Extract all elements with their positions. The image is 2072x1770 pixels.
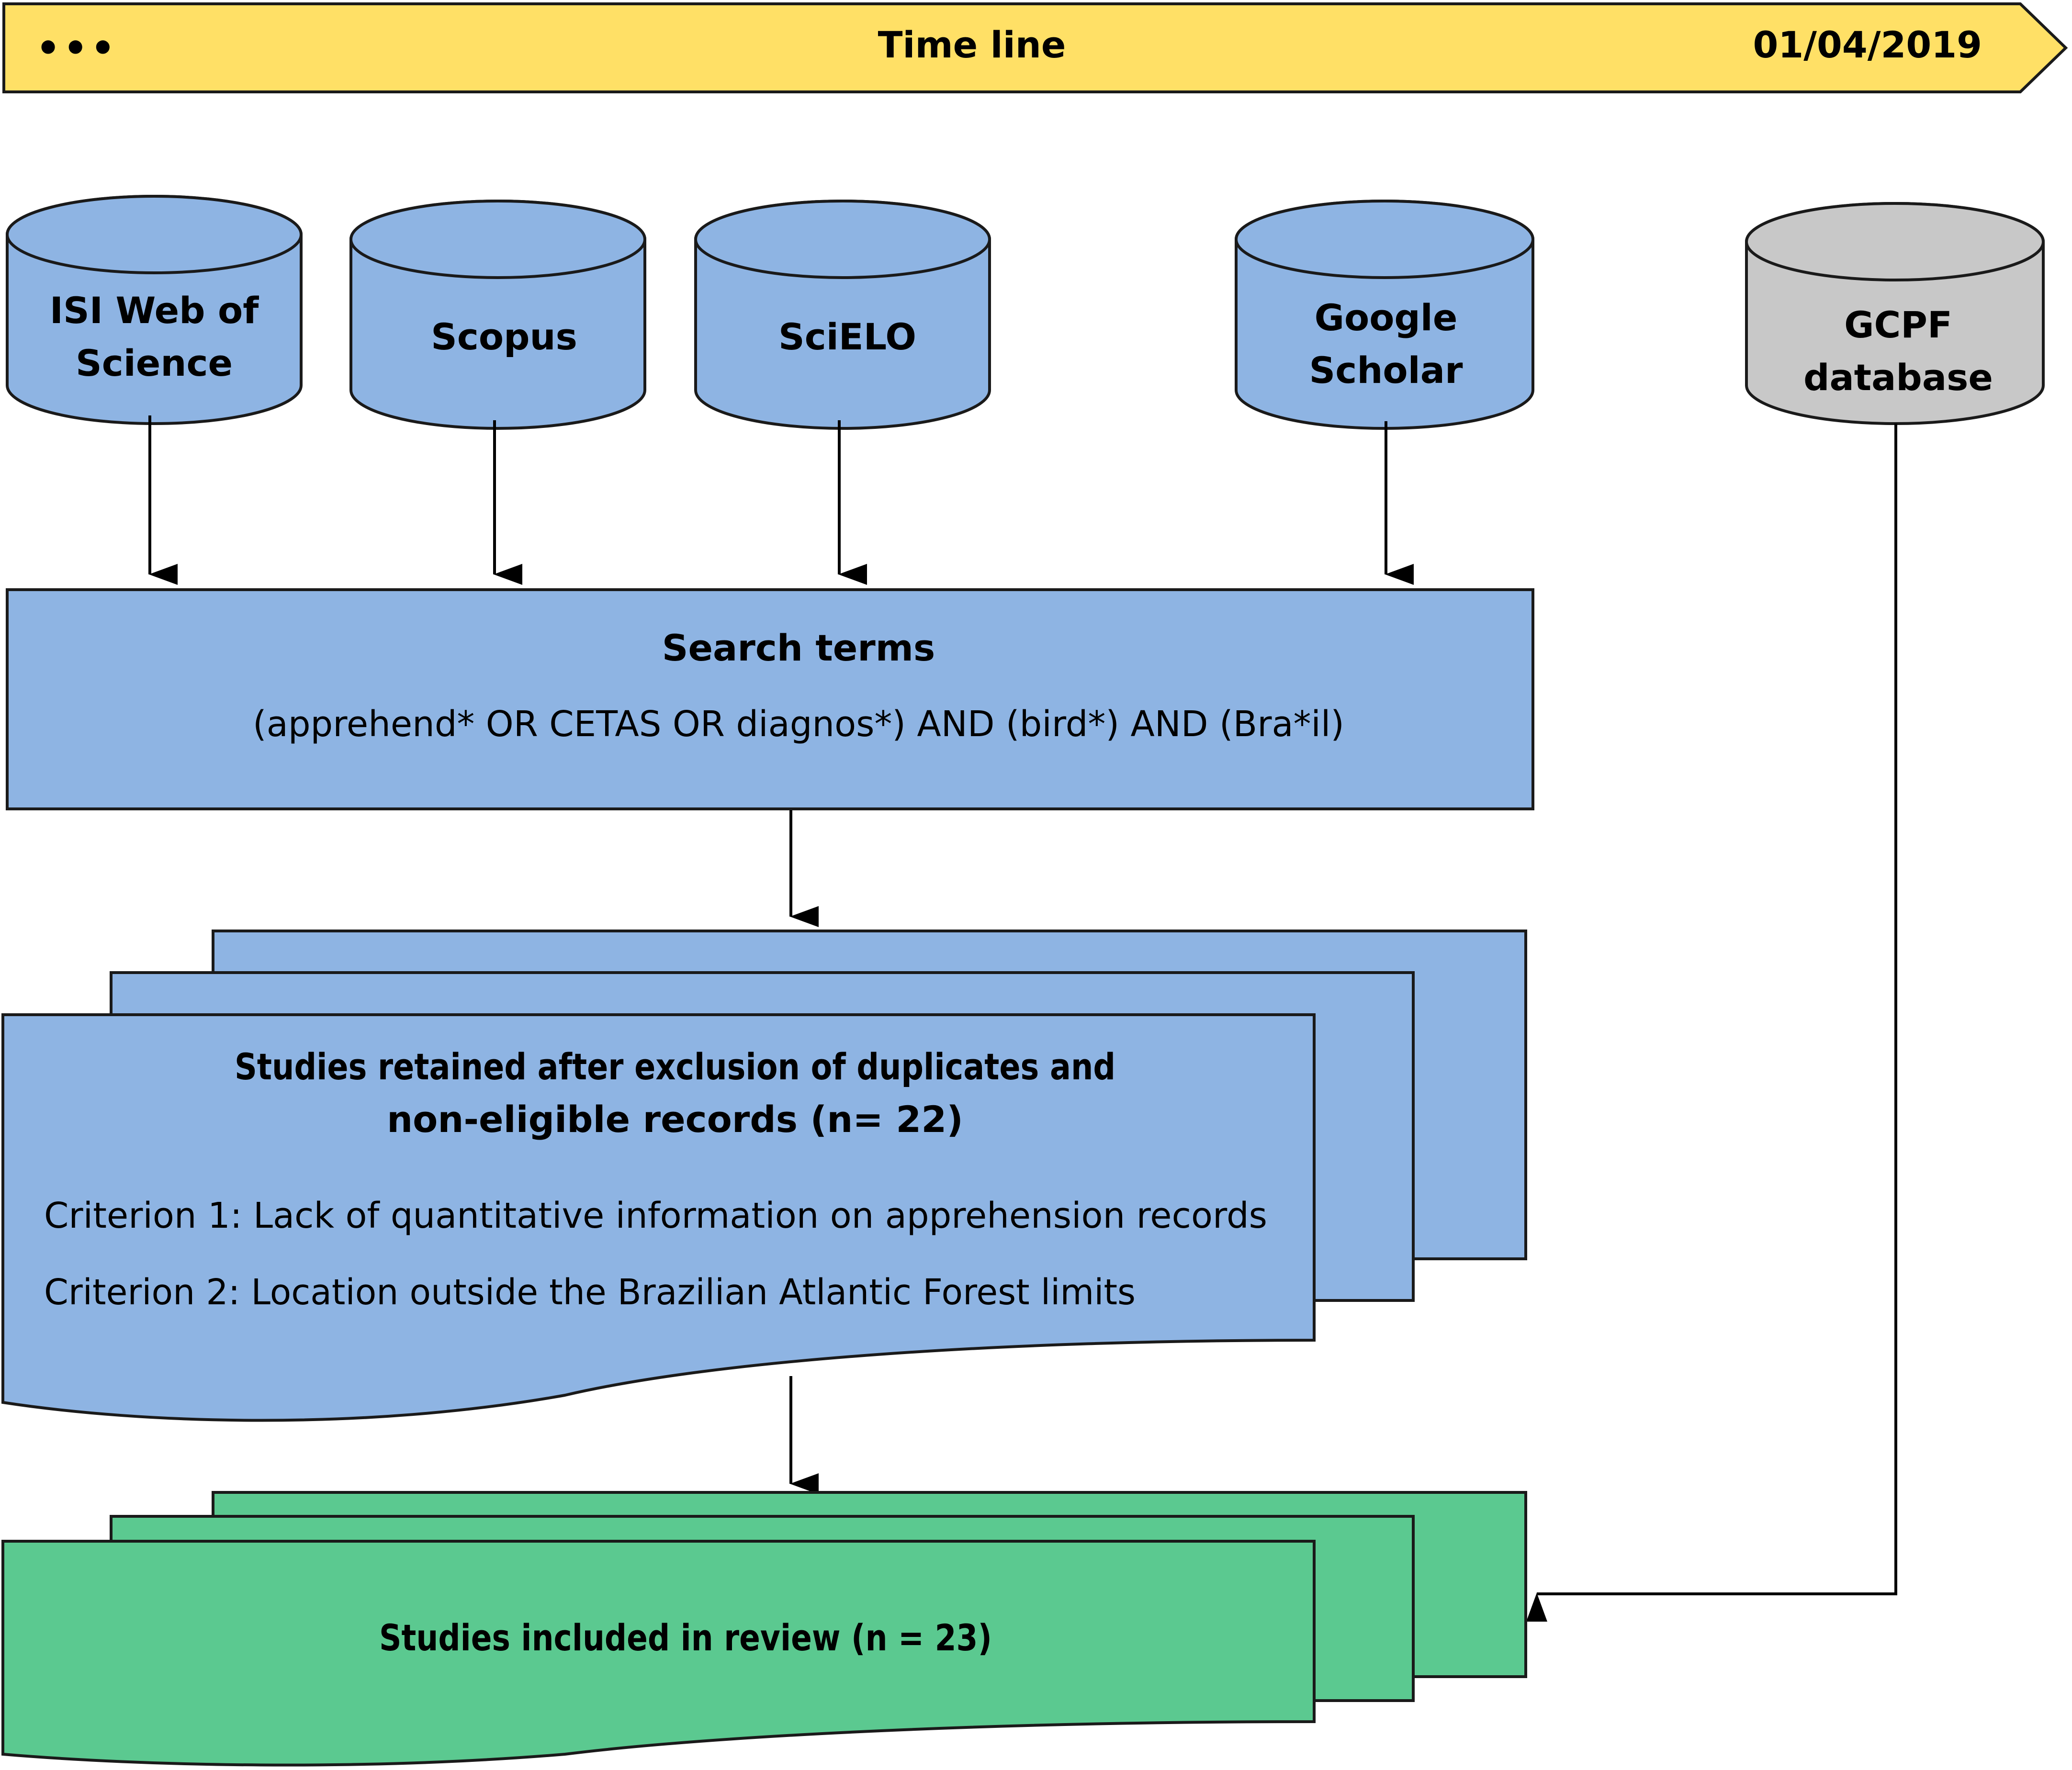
- cylinder-top: [6, 195, 303, 274]
- screening-title-line2: non-eligible records (n= 22): [387, 1098, 963, 1141]
- timeline-arrow-shape: [2, 2, 2068, 93]
- database-isi-web-of-science: ISI Web of Science: [6, 195, 303, 425]
- database-label-line1: Google: [1315, 296, 1458, 339]
- screening-criterion-2: Criterion 2: Location outside the Brazil…: [44, 1272, 1136, 1313]
- screening-title-line1: Studies retained after exclusion of dupl…: [235, 1045, 1115, 1088]
- database-scopus: Scopus: [349, 200, 646, 430]
- database-label-line1: Scopus: [431, 315, 577, 358]
- cylinder-top: [694, 200, 991, 279]
- included-label: Studies included in review (n = 23): [379, 1616, 992, 1659]
- screening-criterion-1: Criterion 1: Lack of quantitative inform…: [44, 1195, 1267, 1236]
- database-label-line2: Scholar: [1309, 349, 1463, 392]
- database-label-line2: Science: [76, 342, 233, 384]
- arrow-gcpf-to-included: [1526, 424, 1897, 1622]
- search-terms-title: Search terms: [662, 627, 935, 669]
- screening-documents: Studies retained after exclusion of dupl…: [1, 930, 1527, 1422]
- timeline-date: 01/04/2019: [1753, 23, 1982, 66]
- search-terms-box: Search terms (apprehend* OR CETAS OR dia…: [6, 588, 1534, 810]
- cylinder-top: [349, 200, 646, 279]
- database-google-scholar: Google Scholar: [1235, 200, 1534, 430]
- timeline-dots: •••: [36, 26, 118, 70]
- cylinder-top: [1235, 200, 1534, 279]
- document-front: [1, 1013, 1316, 1422]
- database-scielo: SciELO: [694, 200, 991, 430]
- connector-arrows: [148, 415, 1897, 1622]
- search-terms-query: (apprehend* OR CETAS OR diagnos*) AND (b…: [253, 704, 1344, 745]
- timeline-banner: ••• Time line 01/04/2019: [2, 2, 2068, 93]
- database-gcpf: GCPF database: [1745, 202, 2045, 425]
- cylinder-top: [1745, 202, 2045, 281]
- included-documents: Studies included in review (n = 23): [1, 1491, 1527, 1767]
- database-label-line1: SciELO: [778, 315, 916, 358]
- document-front: [1, 1540, 1316, 1767]
- database-label-line2: database: [1803, 356, 1993, 399]
- search-terms-rect: [6, 588, 1534, 810]
- timeline-label: Time line: [878, 23, 1066, 66]
- database-label-line1: ISI Web of: [50, 289, 259, 332]
- database-label-line1: GCPF: [1844, 303, 1952, 346]
